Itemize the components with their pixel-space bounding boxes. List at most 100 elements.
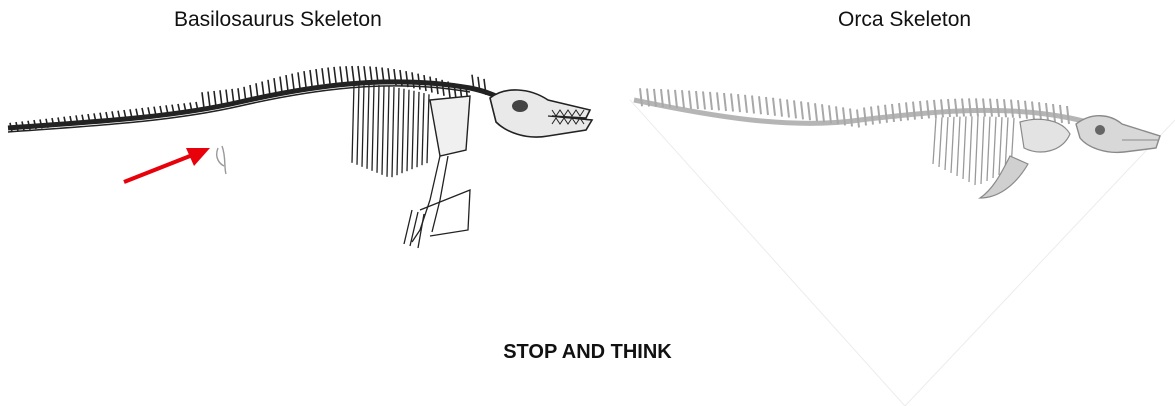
bone-segment — [340, 66, 342, 82]
bone-segment — [1046, 103, 1048, 121]
orca-skull — [1076, 116, 1160, 153]
bone-segment — [682, 90, 684, 108]
bone-segment — [10, 123, 12, 132]
bone-segment — [717, 92, 719, 110]
bone-segment — [362, 84, 364, 167]
bone-segment — [801, 101, 803, 119]
bone-segment — [322, 68, 324, 84]
stop-and-think-heading: STOP AND THINK — [0, 341, 1175, 364]
bone-segment — [939, 117, 942, 167]
bone-segment — [346, 66, 348, 82]
bone-segment — [815, 103, 817, 121]
bone-segment — [948, 99, 950, 117]
bone-segment — [745, 95, 747, 113]
bone-segment — [969, 116, 972, 182]
bone-segment — [367, 84, 369, 168]
bone-segment — [1032, 101, 1034, 119]
bone-segment — [696, 91, 698, 109]
bone-segment — [358, 66, 360, 82]
bone-segment — [997, 99, 999, 117]
bone-segment — [417, 92, 419, 167]
bone-segment — [387, 86, 389, 176]
bone-segment — [357, 84, 359, 165]
bone-segment — [418, 74, 420, 90]
bone-segment — [963, 116, 966, 179]
bone-segment — [710, 92, 712, 110]
bone-segment — [999, 117, 1002, 175]
bone-segment — [794, 100, 796, 118]
bone-segment — [871, 107, 873, 125]
bone-segment — [352, 84, 354, 163]
bone-segment — [885, 105, 887, 123]
bone-segment — [808, 102, 810, 120]
bone-segment — [945, 117, 948, 170]
bone-segment — [993, 117, 996, 178]
bone-segment — [1004, 99, 1006, 117]
bone-segment — [752, 95, 754, 113]
bone-segment — [406, 71, 408, 87]
bone-segment — [920, 101, 922, 119]
basilosaurus-title: Basilosaurus Skeleton — [174, 8, 382, 32]
bone-segment — [334, 67, 336, 83]
bone-segment — [286, 75, 288, 91]
bone-segment — [427, 94, 429, 163]
bone-segment — [738, 94, 740, 112]
basilosaurus-skull — [490, 90, 592, 137]
bone-segment — [951, 117, 954, 173]
bone-segment — [436, 78, 438, 94]
bone-segment — [780, 99, 782, 117]
bone-segment — [981, 116, 984, 184]
bone-segment — [424, 75, 426, 91]
bone-segment — [731, 94, 733, 112]
bone-segment — [975, 116, 978, 185]
red-arrow — [124, 148, 210, 182]
bone-segment — [412, 91, 414, 169]
bone-segment — [962, 99, 964, 117]
bone-segment — [689, 91, 691, 109]
bone-segment — [316, 69, 318, 85]
bone-segment — [392, 87, 394, 177]
bone-segment — [1039, 102, 1041, 120]
bone-segment — [1025, 101, 1027, 119]
bone-segment — [310, 70, 312, 86]
bone-segment — [878, 106, 880, 124]
basilosaurus-ribs — [352, 84, 429, 177]
bone-segment — [703, 91, 705, 109]
bone-segment — [298, 72, 300, 88]
bone-segment — [280, 77, 282, 93]
bone-segment — [787, 99, 789, 117]
bone-segment — [913, 102, 915, 120]
bone-segment — [208, 92, 210, 108]
bone-segment — [422, 93, 424, 165]
bone-segment — [927, 100, 929, 118]
bone-segment — [364, 66, 366, 82]
bone-segment — [1011, 100, 1013, 118]
orca-title: Orca Skeleton — [838, 8, 971, 32]
bone-segment — [766, 97, 768, 115]
bone-segment — [304, 71, 306, 87]
bone-segment — [773, 98, 775, 116]
bone-segment — [202, 92, 204, 108]
bone-segment — [274, 78, 276, 94]
orca-scapula — [1020, 119, 1070, 152]
bone-segment — [352, 66, 354, 82]
bone-segment — [934, 100, 936, 118]
basilosaurus-hind-limb — [217, 146, 226, 174]
bone-segment — [955, 99, 957, 117]
bone-segment — [941, 99, 943, 117]
bone-segment — [382, 86, 384, 175]
bone-segment — [430, 77, 432, 93]
bone-segment — [372, 85, 374, 171]
bone-segment — [850, 108, 852, 126]
bone-segment — [892, 104, 894, 122]
bone-segment — [987, 117, 990, 181]
bone-segment — [328, 67, 330, 83]
bone-segment — [1060, 105, 1062, 123]
bone-segment — [675, 90, 677, 108]
bone-segment — [857, 110, 859, 128]
bone-segment — [397, 88, 399, 175]
bone-segment — [214, 91, 216, 107]
bone-segment — [292, 74, 294, 90]
bone-segment — [976, 98, 978, 116]
bone-segment — [864, 107, 866, 125]
